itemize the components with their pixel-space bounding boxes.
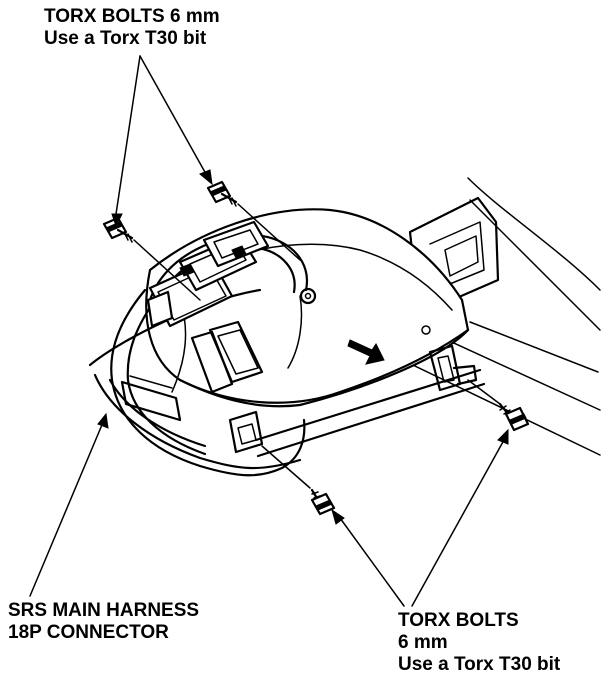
bolt-right-icon bbox=[467, 379, 530, 432]
bolt-top-right-icon bbox=[206, 180, 301, 261]
callout-top-line1: TORX BOLTS 6 mm bbox=[44, 6, 220, 27]
callout-top-torx-bolts: TORX BOLTS 6 mm Use a Torx T30 bit bbox=[44, 6, 220, 50]
callout-bottom-torx-bolts: TORX BOLTS 6 mm Use a Torx T30 bit bbox=[398, 610, 560, 676]
callout-bottom-line1: TORX BOLTS bbox=[398, 610, 519, 631]
callout-bottom-line3: Use a Torx T30 bit bbox=[398, 654, 561, 675]
callout-connector-line1: SRS MAIN HARNESS bbox=[8, 600, 200, 621]
bolt-bottom-middle-icon bbox=[261, 445, 336, 516]
srs-18p-connector bbox=[146, 220, 270, 328]
bolt-top-left-icon bbox=[102, 216, 201, 301]
callout-srs-connector: SRS MAIN HARNESS 18P CONNECTOR bbox=[8, 600, 199, 644]
callout-connector-line2: 18P CONNECTOR bbox=[8, 622, 169, 643]
callout-bottom-line2: 6 mm bbox=[398, 632, 448, 653]
leader-arrows bbox=[29, 55, 509, 607]
callout-top-line2: Use a Torx T30 bit bbox=[44, 28, 207, 49]
